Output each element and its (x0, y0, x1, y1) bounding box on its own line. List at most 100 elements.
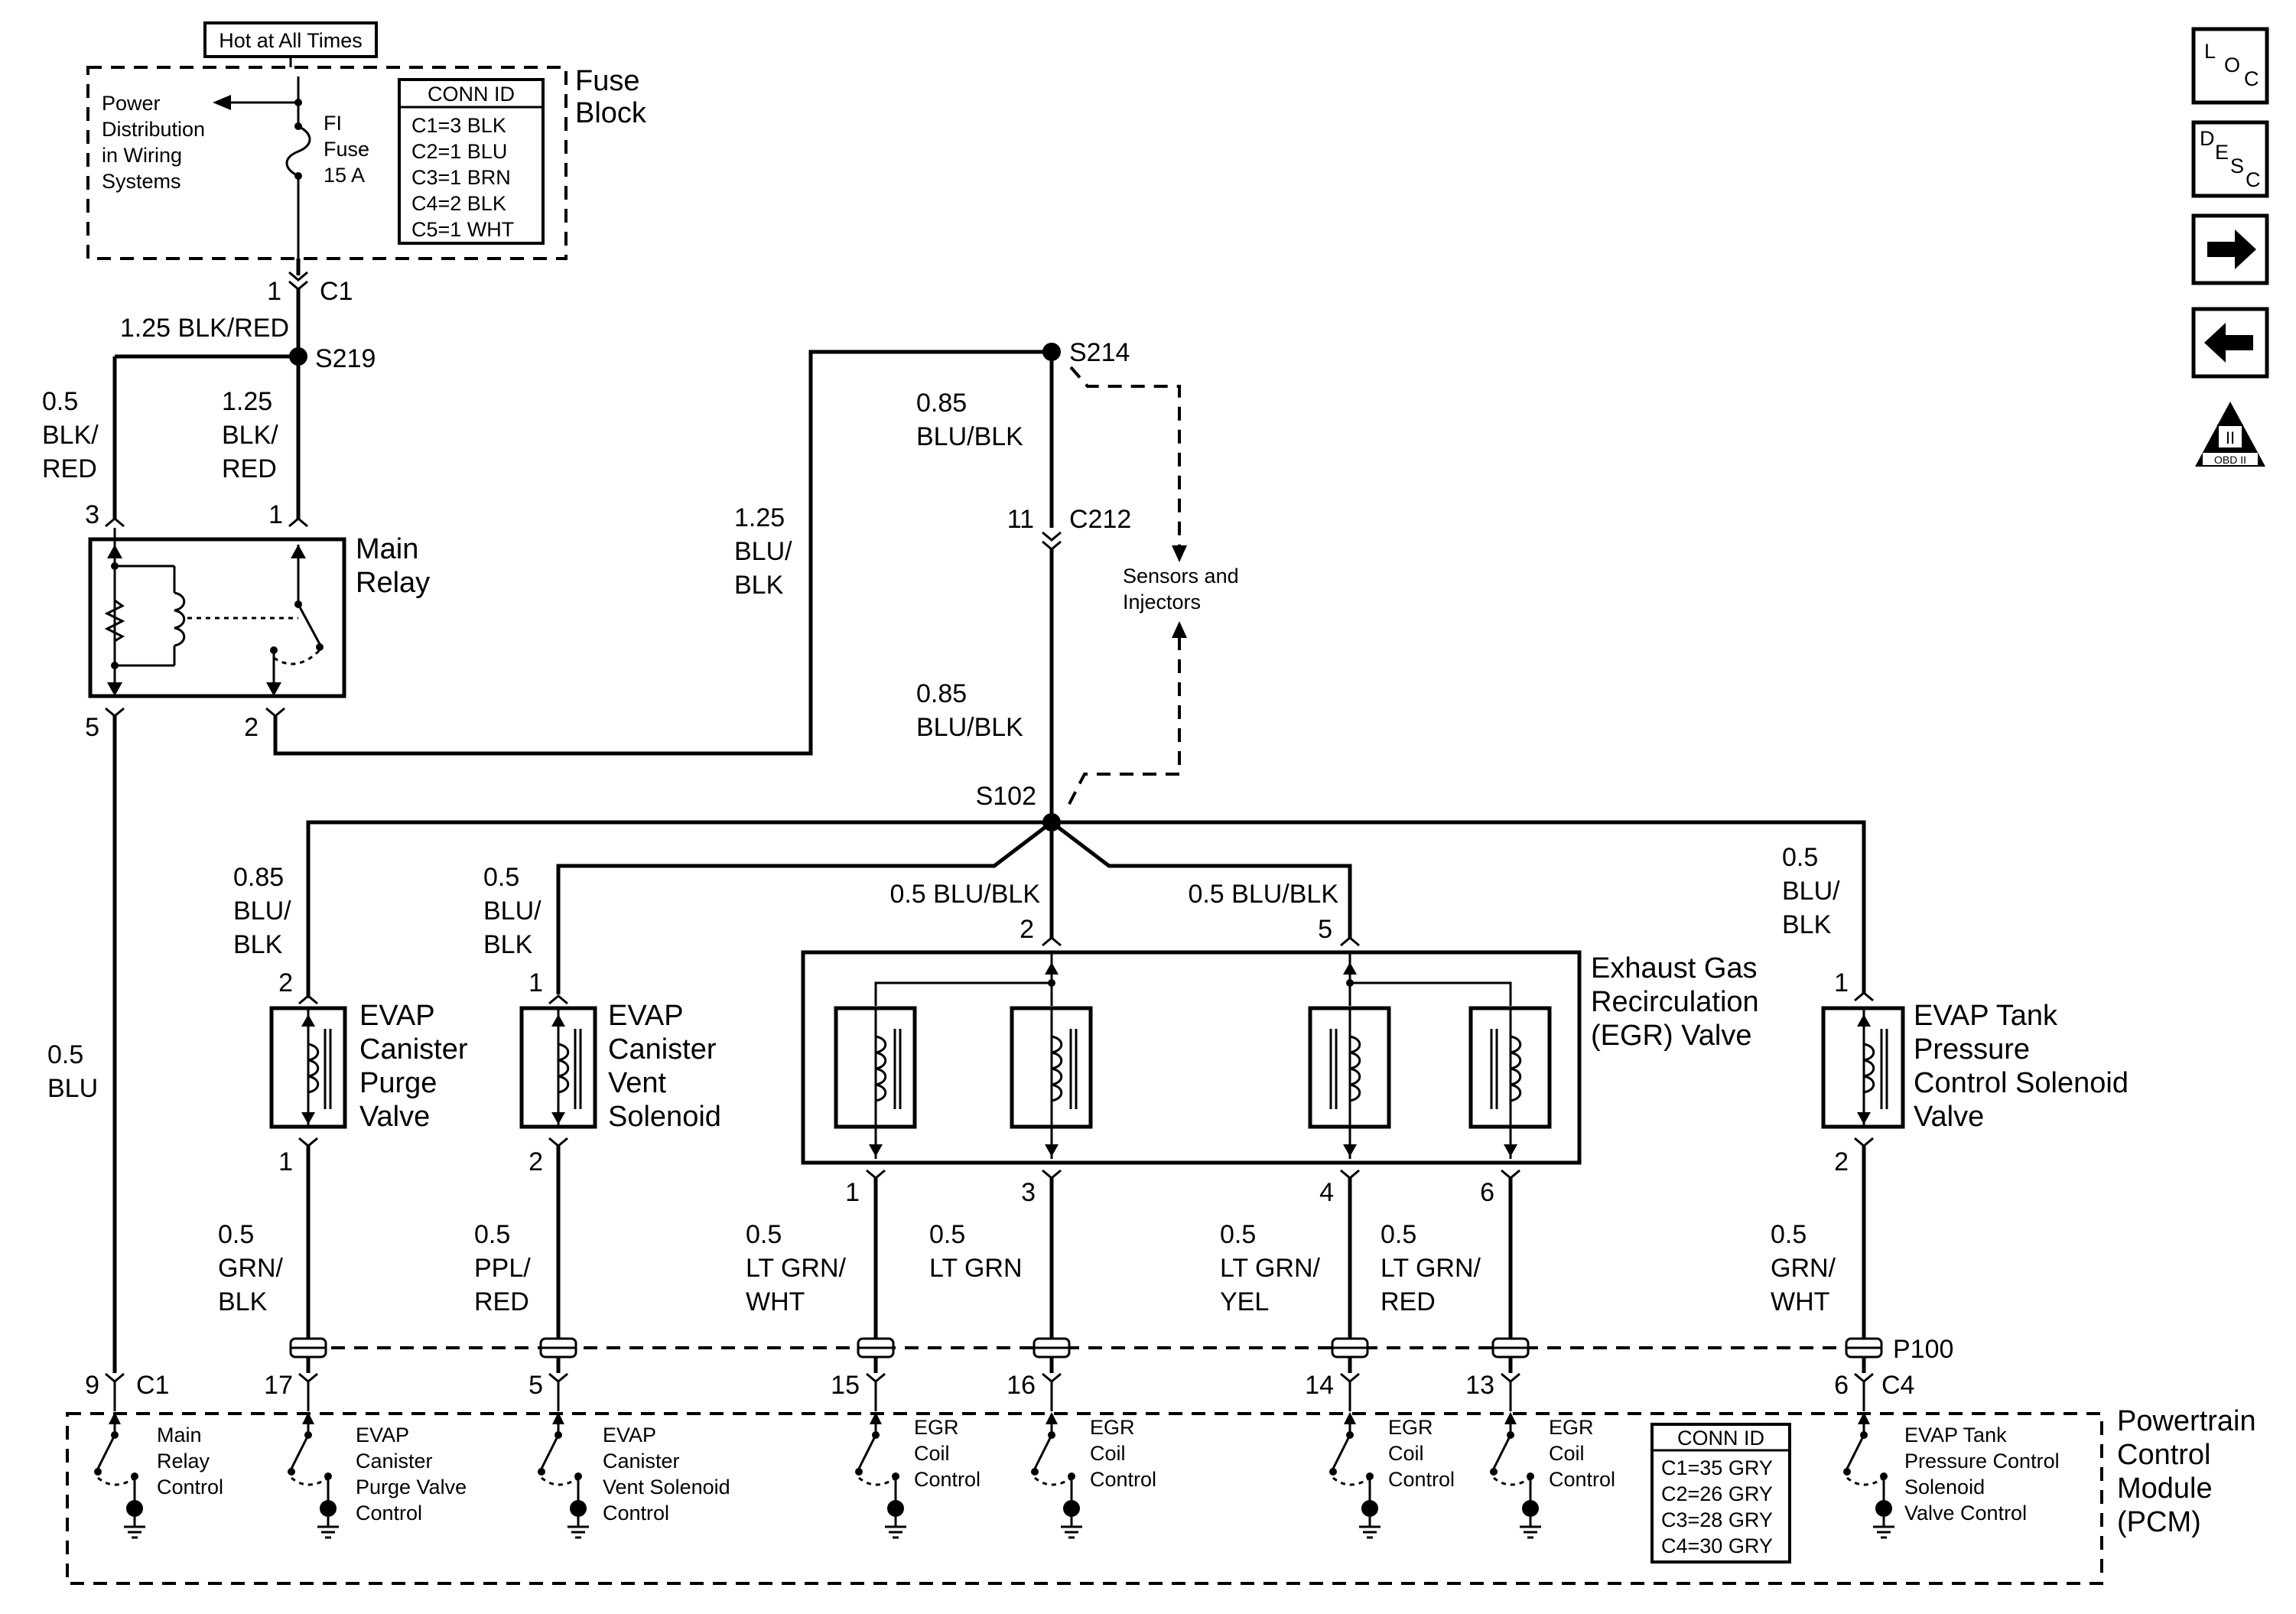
obd-ii-text: II (2226, 428, 2235, 447)
wire-label: 1.25 BLK/RED (120, 314, 289, 343)
ground-icon (1061, 1525, 1082, 1539)
relay-to-s214-wiring: 1.25 BLU/ BLK S214 0.85 BLU/BLK 11 C212 … (273, 338, 1239, 822)
connector-p100: P100 (289, 1335, 1953, 1364)
wire-label: RED (1381, 1287, 1436, 1316)
wire-label: BLK/ (42, 421, 99, 450)
connector-label-p100: P100 (1893, 1335, 1953, 1364)
purge-valve-title: Purge (359, 1067, 437, 1099)
egr-valve: 2 5 Exhaust Gas Recirculation (EGR) Valv… (746, 915, 1759, 1373)
purge-valve-title: Valve (359, 1101, 430, 1133)
power-dist-text: in Wiring (102, 144, 182, 167)
ground-icon (1520, 1525, 1541, 1539)
pin-label: 2 (1020, 915, 1034, 944)
wire-label: 0.5 (474, 1220, 510, 1249)
fuse-icon (285, 125, 311, 177)
wire-label: 0.5 (746, 1220, 782, 1249)
pin-label: 4 (1319, 1178, 1334, 1207)
pin-label: 6 (1480, 1178, 1494, 1207)
wire-label: GRN/ (1771, 1254, 1836, 1283)
wire-label: 0.85 (916, 389, 967, 418)
wire-label: 0.85 (916, 679, 967, 708)
pcm-driver-label: Purge Valve (356, 1476, 467, 1498)
wire-label: 1.25 (222, 387, 272, 416)
wire-label: 0.5 (1771, 1220, 1807, 1249)
pcm-driver-label: Pressure Control (1904, 1450, 2060, 1472)
pcm-driver-label: EVAP (356, 1424, 409, 1446)
pcm-conn-id: C1=35 GRY (1661, 1456, 1773, 1479)
solenoid-coil-icon (307, 1043, 320, 1094)
pin-label: 1 (528, 968, 543, 997)
wire-label: BLU (47, 1074, 98, 1103)
ground-icon (1873, 1525, 1894, 1539)
wire-label: RED (222, 454, 277, 483)
pcm-conn-id-title: CONN ID (1677, 1427, 1764, 1450)
pin-label: 1 (278, 1147, 293, 1176)
hot-at-all-times-label: Hot at All Times (219, 29, 363, 52)
wire-label: YEL (1220, 1287, 1269, 1316)
egr-coil-icon (875, 1035, 887, 1102)
pcm-driver-label: Coil (914, 1442, 950, 1465)
desc-letter: S (2230, 155, 2244, 177)
p100-connector-icon (289, 1337, 1883, 1359)
wire-label: 0.5 BLU/BLK (889, 880, 1040, 909)
power-dist-text: Systems (102, 170, 181, 193)
wire-label: 0.85 (233, 863, 284, 892)
wire-label: WHT (746, 1287, 805, 1316)
switch-icon (1846, 1434, 1865, 1469)
ground-icon (124, 1525, 145, 1539)
s102-distribution: S102 0.85 BLU/ BLK 0.5 BLU/ BLK 0.5 BLU/… (233, 782, 1866, 998)
pcm-driver-label: Control (1090, 1468, 1156, 1491)
pcm-driver-label: Coil (1388, 1442, 1424, 1465)
pcm-conn-id: C4=30 GRY (1661, 1534, 1773, 1557)
vent-solenoid-title: Vent (608, 1067, 667, 1099)
switch-icon (1492, 1434, 1512, 1469)
wire-label: 0.5 (218, 1220, 254, 1249)
pcm-pin-label: 13 (1465, 1371, 1494, 1400)
wire-label: 0.5 (1381, 1220, 1416, 1249)
pcm-conn-id: C3=28 GRY (1661, 1508, 1773, 1531)
pcm-driver-label: EGR (914, 1416, 959, 1439)
wire-label: BLK (734, 571, 784, 600)
egr-valve-box (801, 950, 1582, 1165)
pcm-conn-id: C2=26 GRY (1661, 1482, 1773, 1505)
tank-solenoid-title: EVAP Tank (1914, 1000, 2058, 1032)
pcm-title: Powertrain (2117, 1405, 2256, 1437)
switch-icon (96, 1434, 116, 1469)
wire-label: LT GRN (929, 1254, 1023, 1283)
obd-ii-icon[interactable]: II OBD II (2195, 402, 2265, 467)
pcm-driver-label: Canister (603, 1450, 680, 1472)
egr-coil-icon (1510, 1035, 1522, 1102)
pcm-driver-label: EGR (1549, 1416, 1594, 1439)
pcm-pin-label: 14 (1305, 1371, 1334, 1400)
pcm-outline (66, 1412, 2103, 1585)
pcm-title: Control (2117, 1439, 2211, 1471)
pin-label: 2 (1834, 1147, 1849, 1176)
power-dist-text: Distribution (102, 118, 205, 141)
splice-label-s214: S214 (1069, 338, 1130, 367)
fuse-conn-id: C5=1 WHT (411, 218, 514, 241)
fuse-conn-id: C4=2 BLK (411, 192, 506, 215)
sensors-label: Injectors (1123, 591, 1201, 613)
pin-label: 1 (267, 277, 281, 306)
pin-label: 3 (85, 500, 99, 529)
pcm-title: Module (2117, 1472, 2213, 1505)
desc-letter: C (2246, 168, 2261, 191)
egr-coil-icon (1051, 1035, 1063, 1102)
vent-solenoid-title: Canister (608, 1033, 717, 1066)
relay-switch-icon (297, 604, 321, 645)
desc-icon[interactable]: D E S C (2191, 120, 2269, 198)
wire-label: BLU/ (483, 896, 541, 926)
prev-arrow-icon[interactable] (2191, 307, 2269, 379)
tank-solenoid-title: Valve (1914, 1101, 1984, 1133)
switch-icon (290, 1434, 310, 1469)
pcm-driver-label: EVAP (603, 1424, 656, 1446)
loc-letter: O (2224, 54, 2240, 76)
pin-label: 11 (1007, 505, 1034, 534)
loc-icon[interactable]: L O C (2191, 27, 2269, 105)
next-arrow-icon[interactable] (2191, 213, 2269, 285)
wire-label: BLU/BLK (916, 713, 1023, 742)
